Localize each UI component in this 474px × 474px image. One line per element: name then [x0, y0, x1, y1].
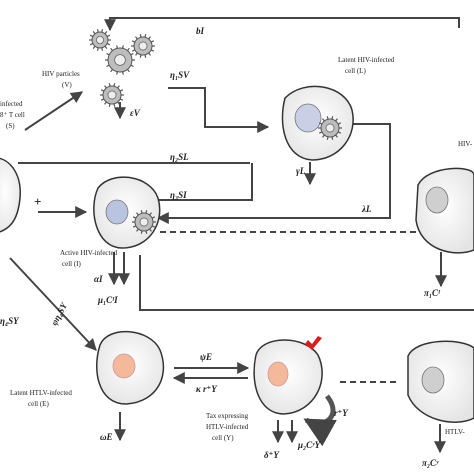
tax-label-1: Tax expressing: [206, 412, 249, 420]
tax-htlv-cell: [253, 336, 323, 415]
active-hiv-label-1: Active HIV-infected: [60, 249, 118, 257]
hiv-particles-label-1: HIV particles: [42, 70, 80, 78]
tax-marker-icon: [305, 336, 322, 350]
healthy-t-cell: [0, 157, 21, 233]
arrow-eta1: [168, 87, 270, 133]
rate-labels: bI η₁SV εV η₂SL η₃SI γL λL αI μ₁CᴵI π₁Cᴵ…: [0, 26, 441, 468]
htlv-nucleus-e: [112, 353, 136, 379]
connector-lines: [9, 17, 474, 454]
arrow-s-to-e: [9, 257, 97, 351]
arrow-bI: [104, 17, 460, 32]
rate-mu1CI: μ₁CᴵI: [97, 295, 118, 305]
rate-gammaL: γL: [296, 166, 306, 176]
virions: [89, 29, 342, 234]
gray-nucleus-htlv: [421, 366, 445, 394]
healthy-label-1: infected: [0, 100, 23, 108]
rate-mu2CYY: μ₂CʸY: [297, 440, 322, 450]
htlv-right-label: HTLV-: [445, 428, 465, 436]
tax-label-3: cell (Y): [212, 434, 234, 442]
healthy-label-3: (S): [6, 122, 15, 130]
rate-kappaRY: κ r⁺Y: [196, 384, 218, 394]
hiv-virion-icon: [100, 83, 124, 107]
latent-htlv-cell: [96, 331, 165, 405]
rate-bI: bI: [196, 26, 205, 36]
rate-pi2CY: π₂Cʸ: [422, 458, 439, 468]
latent-htlv-label-1: Latent HTLV-infected: [10, 389, 72, 397]
healthy-label-2: 8⁺ T cell: [0, 111, 25, 119]
gray-nucleus: [425, 186, 449, 214]
latent-nucleus: [294, 103, 322, 133]
rate-eta3SI: η₃SI: [170, 190, 187, 200]
active-nucleus: [105, 199, 129, 225]
active-hiv-cell: [93, 176, 161, 249]
hiv-virion-icon: [132, 210, 156, 234]
hiv-virion-icon: [318, 116, 342, 140]
arrow-s-to-v: [24, 91, 83, 131]
self-proliferation-arrow: [303, 394, 337, 447]
hiv-virion-icon: [105, 45, 135, 75]
latent-hiv-cell: [281, 85, 354, 161]
hiv-right-label: HIV-: [458, 140, 473, 148]
rate-epsV: εV: [130, 108, 141, 118]
latent-hiv-label-1: Latent HIV-infected: [338, 56, 395, 64]
arrow-i-pi1: [139, 255, 474, 311]
hiv-infected-cell-right: [415, 167, 474, 254]
rate-psiE: ψE: [200, 352, 212, 362]
latent-hiv-label-2: cell (L): [345, 67, 366, 75]
rate-lambdaL: λL: [361, 204, 372, 214]
rate-omegaE: ωE: [100, 432, 113, 442]
htlv-nucleus-y: [267, 361, 289, 387]
arrow-eta3: [158, 163, 253, 201]
htlv-infected-cell-right: [407, 340, 474, 423]
latent-htlv-label-2: cell (E): [28, 400, 49, 408]
rate-alphaI: αI: [94, 274, 103, 284]
rate-pi1CI: π₁Cᴵ: [424, 288, 441, 298]
rate-deltaY: δ⁺Y: [264, 450, 280, 460]
rate-eta4SY: η₄SY: [0, 316, 20, 326]
arrow-lambdaL: [156, 123, 391, 224]
hiv-virion-icon: [131, 34, 155, 58]
rate-eta1SV: η₁SV: [170, 70, 190, 80]
hiv-virion-icon: [89, 29, 111, 51]
plus-sign: +: [34, 194, 41, 209]
rate-eta2SL: η₂SL: [170, 152, 189, 162]
hiv-particles-label-2: (V): [62, 81, 72, 89]
rate-rplusY: r⁺Y: [334, 408, 349, 418]
active-hiv-label-2: cell (I): [62, 260, 82, 268]
text-labels: infected 8⁺ T cell (S) HIV particles (V)…: [0, 56, 473, 442]
tax-label-2: HTLV-infected: [206, 423, 249, 431]
